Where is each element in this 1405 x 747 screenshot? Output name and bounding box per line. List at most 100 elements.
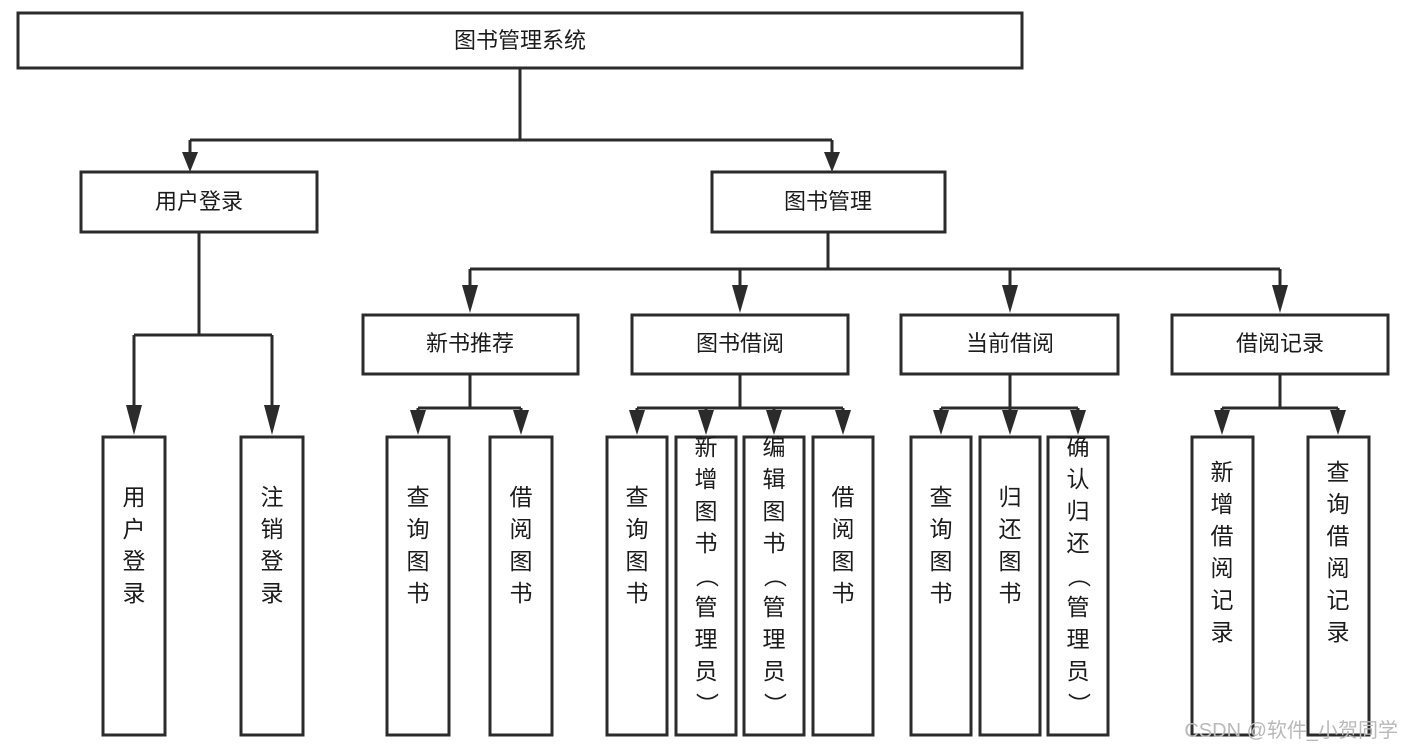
svg-text:书: 书	[510, 580, 533, 606]
svg-text:询: 询	[626, 516, 649, 542]
svg-text:图: 图	[626, 548, 649, 574]
arrow-to-new-book-recommend	[462, 285, 478, 313]
node-user-login-label: 用户登录	[155, 189, 243, 214]
svg-text:书: 书	[695, 530, 718, 556]
svg-text:询: 询	[407, 516, 430, 542]
node-leaf-user-login-box[interactable]	[101, 435, 167, 737]
node-borrow-record[interactable]: 借阅记录	[1170, 313, 1390, 376]
svg-text:书: 书	[832, 580, 855, 606]
svg-text:借: 借	[832, 484, 855, 510]
svg-text:（: （	[762, 565, 788, 588]
svg-text:管: 管	[1067, 594, 1090, 620]
node-leaf-logout-login-box[interactable]	[239, 435, 305, 737]
node-leaf-query-book-1-box[interactable]	[385, 435, 451, 737]
svg-text:新: 新	[695, 434, 718, 460]
node-book-borrow-label: 图书借阅	[696, 331, 784, 356]
svg-text:图: 图	[763, 498, 786, 524]
svg-text:图: 图	[695, 498, 718, 524]
svg-text:查: 查	[626, 484, 649, 510]
node-leaf-borrow-book-1-box[interactable]	[488, 435, 554, 737]
svg-text:注: 注	[261, 484, 284, 510]
svg-text:辑: 辑	[763, 466, 786, 492]
node-new-book-recommend-box[interactable]	[361, 313, 580, 376]
node-borrow-record-label: 借阅记录	[1236, 331, 1324, 356]
svg-text:借: 借	[1327, 523, 1350, 549]
svg-text:员: 员	[695, 658, 718, 684]
arrow-to-leaf-query-record	[1330, 410, 1346, 435]
node-current-borrow-box[interactable]	[899, 313, 1120, 376]
svg-text:（: （	[694, 565, 720, 588]
svg-text:借: 借	[1211, 523, 1234, 549]
svg-text:询: 询	[1327, 491, 1350, 517]
node-root-box[interactable]	[16, 11, 1024, 70]
arrow-to-leaf-query-book-3	[933, 410, 949, 435]
arrow-to-leaf-borrow-book-1	[513, 410, 529, 435]
arrow-to-leaf-query-book-1	[410, 410, 426, 435]
node-leaf-confirm-return-box[interactable]	[1046, 435, 1110, 737]
svg-text:查: 查	[930, 484, 953, 510]
node-current-borrow[interactable]: 当前借阅	[899, 313, 1120, 376]
node-new-book-recommend[interactable]: 新书推荐	[361, 313, 580, 376]
svg-text:增: 增	[1211, 491, 1234, 517]
svg-text:记: 记	[1327, 587, 1350, 613]
node-leaf-query-book-2-box[interactable]	[605, 435, 669, 737]
node-leaf-user-login[interactable]: 用户登录	[101, 435, 167, 737]
node-book-borrow[interactable]: 图书借阅	[630, 313, 850, 376]
node-root[interactable]: 图书管理系统	[16, 11, 1024, 70]
svg-text:认: 认	[1067, 466, 1090, 492]
svg-text:登: 登	[261, 548, 284, 574]
svg-text:登: 登	[123, 548, 146, 574]
node-leaf-add-book-box[interactable]	[674, 435, 738, 737]
arrow-to-book-manage	[824, 152, 840, 172]
svg-text:理: 理	[763, 626, 786, 652]
node-current-borrow-label: 当前借阅	[966, 331, 1054, 356]
svg-text:书: 书	[763, 530, 786, 556]
arrow-to-leaf-add-book	[698, 410, 714, 435]
svg-text:录: 录	[123, 580, 146, 606]
node-user-login[interactable]: 用户登录	[79, 170, 319, 234]
node-book-manage-label: 图书管理	[784, 189, 872, 214]
node-leaf-query-record-box[interactable]	[1306, 435, 1371, 737]
arrow-to-leaf-query-book-2	[629, 410, 645, 435]
node-borrow-record-box[interactable]	[1170, 313, 1390, 376]
svg-text:归: 归	[999, 484, 1022, 510]
svg-text:销: 销	[261, 516, 284, 542]
arrow-to-user-login	[182, 152, 198, 172]
node-leaf-query-book-3-box[interactable]	[909, 435, 973, 737]
node-leaf-add-record-box[interactable]	[1190, 435, 1255, 737]
svg-text:确: 确	[1067, 434, 1090, 460]
svg-text:录: 录	[1211, 619, 1234, 645]
svg-text:图: 图	[930, 548, 953, 574]
node-leaf-user-login-label: 用户登录	[123, 484, 146, 606]
node-user-login-box[interactable]	[79, 170, 319, 234]
node-book-manage[interactable]: 图书管理	[710, 170, 947, 234]
node-book-borrow-box[interactable]	[630, 313, 850, 376]
node-leaf-edit-book-box[interactable]	[742, 435, 806, 737]
node-leaf-borrow-book-2-box[interactable]	[811, 435, 875, 737]
svg-text:查: 查	[1327, 459, 1350, 485]
node-book-manage-box[interactable]	[710, 170, 947, 234]
svg-text:）: ）	[1066, 693, 1092, 716]
svg-text:用: 用	[123, 484, 146, 510]
svg-text:书: 书	[626, 580, 649, 606]
node-leaf-return-book-box[interactable]	[978, 435, 1042, 737]
